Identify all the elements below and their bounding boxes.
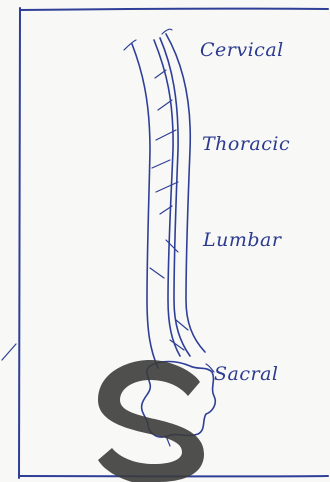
nerve-tick — [166, 240, 178, 252]
cord-top-right-tip — [162, 29, 172, 34]
nerve-tick — [158, 100, 172, 110]
cord-outer-left — [132, 44, 158, 368]
frame-corner-mark — [2, 344, 16, 360]
watermark-logo — [98, 360, 204, 482]
nerve-tick — [150, 268, 164, 278]
label-sacral: Sacral — [214, 363, 278, 385]
label-thoracic: Thoracic — [202, 133, 290, 155]
spinal-cord — [124, 29, 205, 368]
frame-top-line — [20, 9, 328, 10]
nerve-tick — [156, 182, 178, 192]
nerve-tick — [152, 160, 170, 168]
frame-left-line — [19, 8, 20, 478]
label-cervical: Cervical — [200, 39, 284, 61]
nerve-tick — [155, 70, 166, 78]
label-lumbar: Lumbar — [202, 229, 283, 251]
